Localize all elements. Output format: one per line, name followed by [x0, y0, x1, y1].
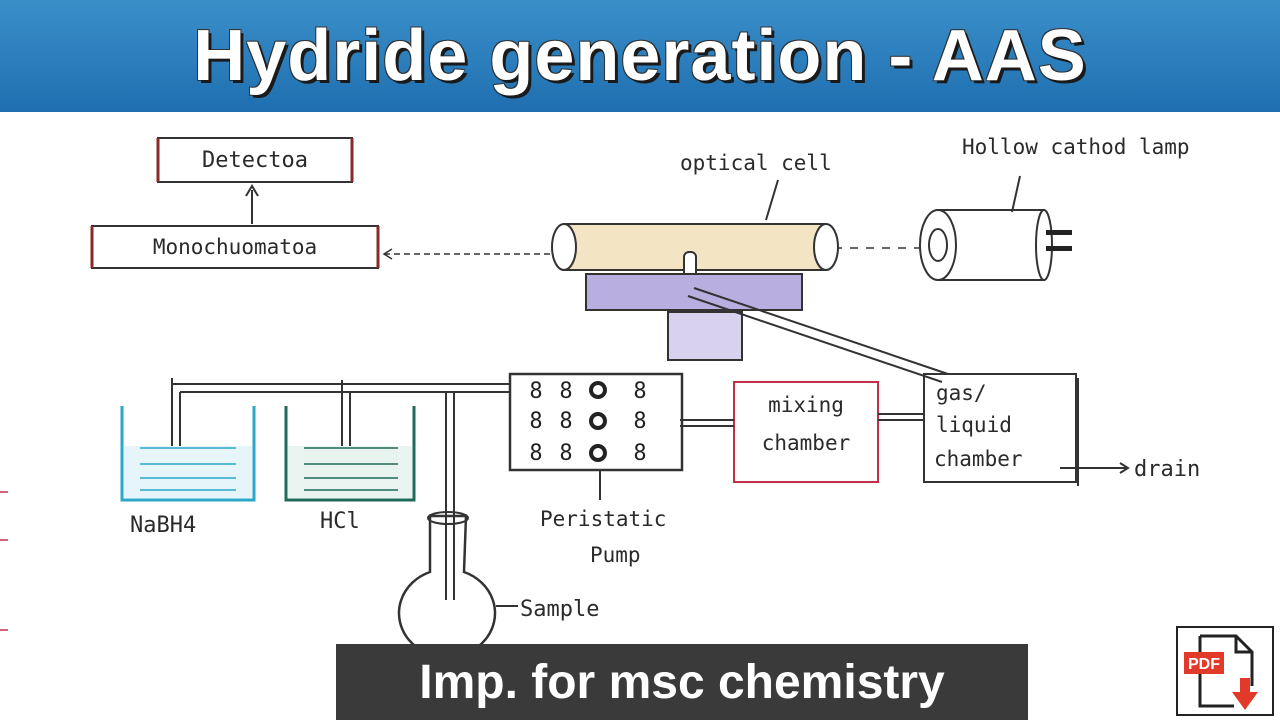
- svg-text:8: 8: [529, 441, 542, 466]
- pump-label-2: Pump: [590, 543, 641, 567]
- caption-bar: [336, 644, 1028, 720]
- caption-text: Imp. for msc chemistry: [419, 655, 945, 709]
- svg-text:8: 8: [559, 409, 572, 434]
- hollow-cathode-lamp: [919, 209, 1072, 281]
- hcl-beaker: [284, 406, 416, 502]
- cell-stand: [585, 273, 803, 361]
- svg-text:8: 8: [559, 441, 572, 466]
- svg-text:8: 8: [633, 409, 646, 434]
- gas-label-1: gas/: [936, 381, 987, 405]
- optical-cell: [551, 223, 839, 289]
- optical-cell-label: optical cell: [680, 151, 832, 175]
- page-title: Hydride generation - AAS: [193, 16, 1087, 96]
- svg-text:8: 8: [529, 379, 542, 404]
- svg-text:8: 8: [529, 409, 542, 434]
- lamp-pointer: [1011, 175, 1021, 213]
- transfer-tube: [693, 287, 949, 375]
- margin-ticks: [0, 491, 8, 631]
- reagent-tubing: [171, 378, 510, 600]
- detector-block: Detectoa: [156, 137, 354, 183]
- monochromator-label: Monochuomatoa: [153, 235, 317, 259]
- mixing-label-1: mixing: [768, 393, 844, 417]
- lamp-label: Hollow cathod lamp: [962, 135, 1190, 159]
- mixing-chamber: mixing chamber: [733, 381, 879, 483]
- pdf-download-icon: PDF: [1184, 634, 1258, 710]
- gas-label-2: liquid: [936, 413, 1012, 437]
- gas-liquid-chamber: gas/ liquid chamber: [923, 373, 1079, 486]
- detector-label: Detectoa: [202, 148, 308, 173]
- drain-label: drain: [1134, 457, 1200, 482]
- svg-text:8: 8: [633, 441, 646, 466]
- gas-label-3: chamber: [934, 447, 1023, 471]
- pdf-badge-label: PDF: [1188, 656, 1220, 673]
- nabh4-beaker: [120, 406, 256, 502]
- hg-aas-diagram: Detectoa Monochuomatoa optical cell Holl…: [0, 135, 1200, 659]
- mixing-label-2: chamber: [762, 431, 851, 455]
- pdf-download-badge[interactable]: PDF: [1176, 626, 1274, 716]
- pump-label-1: Peristatic: [540, 507, 666, 531]
- monochromator-block: Monochuomatoa: [90, 225, 380, 269]
- nabh4-label: NaBH4: [130, 513, 196, 538]
- title-banner: [0, 0, 1280, 112]
- svg-text:8: 8: [633, 379, 646, 404]
- optical-cell-pointer: [765, 179, 779, 221]
- sample-label: Sample: [520, 597, 599, 622]
- hcl-label: HCl: [320, 509, 360, 534]
- svg-text:8: 8: [559, 379, 572, 404]
